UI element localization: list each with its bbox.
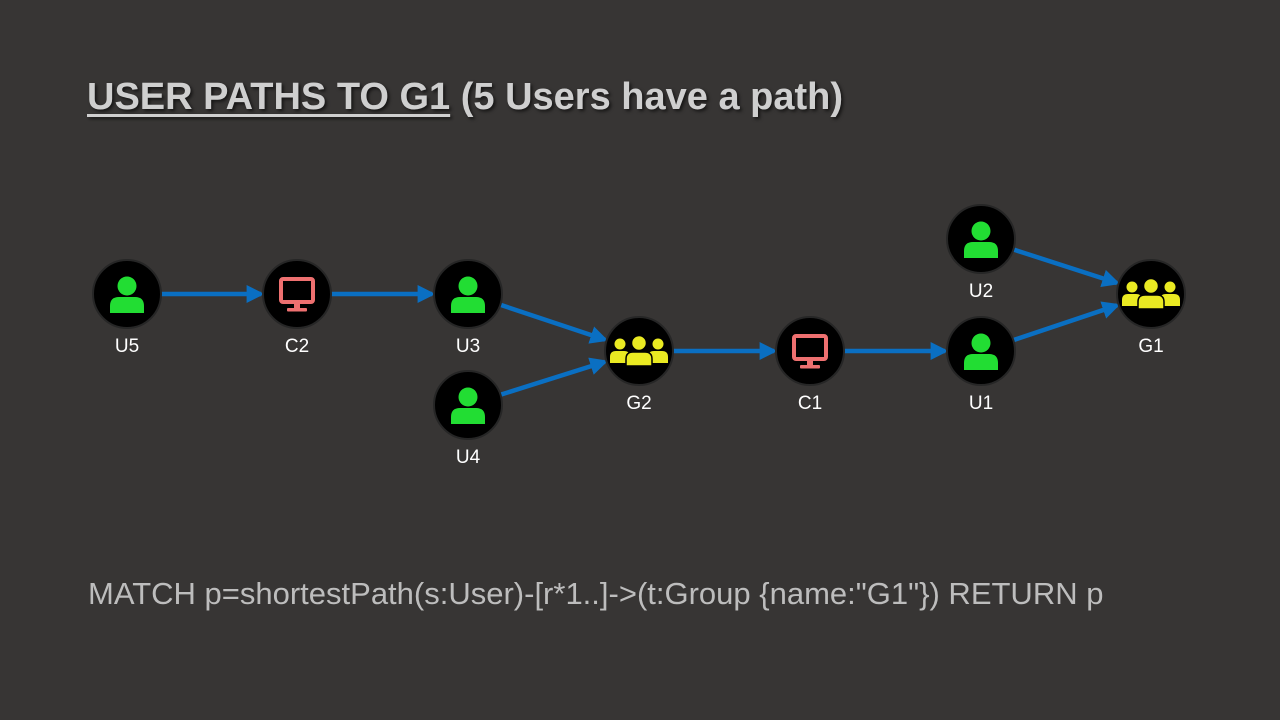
edge-u1-g1 <box>1012 301 1121 343</box>
node-g2[interactable]: G2 <box>604 316 674 414</box>
node-label: G2 <box>626 393 651 414</box>
title-main: USER PATHS TO G1 <box>87 76 451 118</box>
computer-icon <box>279 277 315 312</box>
node-label: U4 <box>456 447 481 468</box>
computer-icon <box>792 334 828 369</box>
edges-layer <box>161 247 1121 397</box>
user-icon <box>451 276 485 313</box>
group-icon <box>610 334 668 367</box>
user-icon <box>964 333 998 370</box>
edge-u3-g2 <box>499 302 609 344</box>
node-u3[interactable]: U3 <box>433 259 503 357</box>
edge-u2-g1 <box>1012 247 1121 288</box>
node-label: U3 <box>456 336 480 357</box>
node-label: C2 <box>285 336 309 357</box>
node-u2[interactable]: U2 <box>946 204 1016 302</box>
node-label: U2 <box>969 281 993 302</box>
node-label: U5 <box>115 336 139 357</box>
node-u4[interactable]: U4 <box>433 370 503 468</box>
node-c2[interactable]: C2 <box>262 259 332 357</box>
node-label: C1 <box>798 393 822 414</box>
node-u1[interactable]: U1 <box>946 316 1016 414</box>
title-suffix: (5 Users have a path) <box>460 76 843 118</box>
user-icon <box>110 276 144 313</box>
node-c1[interactable]: C1 <box>775 316 845 414</box>
node-g1[interactable]: G1 <box>1116 259 1186 357</box>
edge-u4-g2 <box>499 357 609 397</box>
user-icon <box>964 221 998 258</box>
node-label: G1 <box>1138 336 1163 357</box>
page-title: USER PATHS TO G1 (5 Users have a path) <box>87 76 843 119</box>
node-label: U1 <box>969 393 993 414</box>
node-u5[interactable]: U5 <box>92 259 162 357</box>
user-icon <box>451 387 485 424</box>
cypher-query: MATCH p=shortestPath(s:User)-[r*1..]->(t… <box>88 576 1104 611</box>
group-icon <box>1122 277 1180 310</box>
